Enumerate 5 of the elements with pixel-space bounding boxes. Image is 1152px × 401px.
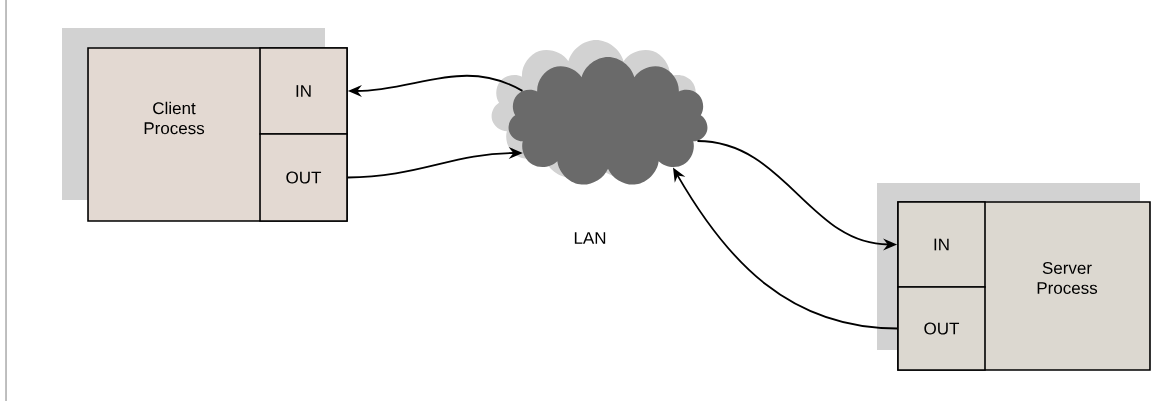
cloud-label: LAN bbox=[574, 232, 606, 244]
port-box: IN bbox=[897, 201, 986, 288]
port-box: OUT bbox=[897, 286, 986, 371]
port-box: OUT bbox=[259, 133, 348, 222]
port-box: IN bbox=[259, 47, 348, 135]
